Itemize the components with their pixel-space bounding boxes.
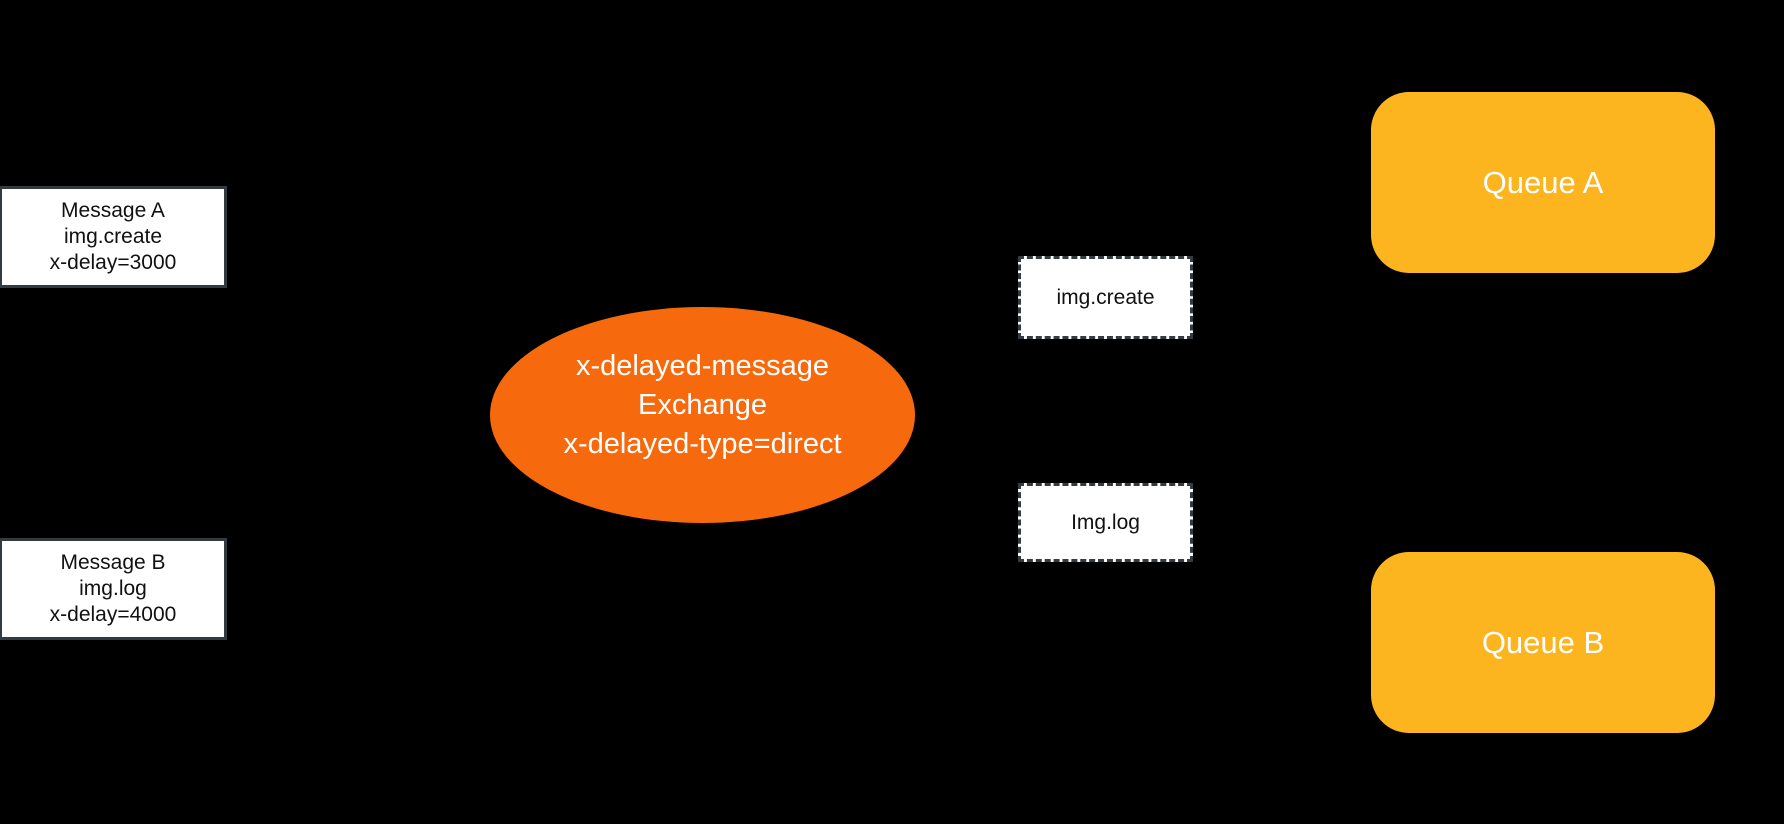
queue-a-node: Queue A (1371, 92, 1715, 273)
queue-b-label: Queue B (1481, 624, 1605, 660)
message-a-routing-key: img.create (63, 225, 163, 248)
binding-img-log-node: Img.log (1018, 483, 1193, 562)
exchange-node: x-delayed-message Exchange x-delayed-typ… (490, 307, 915, 523)
message-b-routing-key: img.log (79, 577, 147, 600)
binding-img-log-label: Img.log (1071, 510, 1140, 534)
exchange-label: x-delayed-message Exchange x-delayed-typ… (563, 347, 841, 464)
binding-img-create-label: img.create (1056, 285, 1155, 309)
queue-a-label: Queue A (1482, 164, 1604, 200)
message-b-delay: x-delay=4000 (49, 603, 177, 626)
exchange-label-line3: x-delayed-type=direct (563, 427, 842, 460)
queue-b-node: Queue B (1371, 552, 1715, 733)
message-b-title: Message B (60, 551, 166, 574)
message-b-node: Message B img.log x-delay=4000 (0, 538, 227, 640)
binding-img-create-node: img.create (1018, 256, 1193, 339)
exchange-label-line2: Exchange (637, 388, 767, 421)
message-a-delay: x-delay=3000 (49, 251, 177, 274)
message-a-title: Message A (61, 199, 165, 222)
message-a-node: Message A img.create x-delay=3000 (0, 186, 227, 288)
exchange-label-line1: x-delayed-message (575, 349, 830, 382)
